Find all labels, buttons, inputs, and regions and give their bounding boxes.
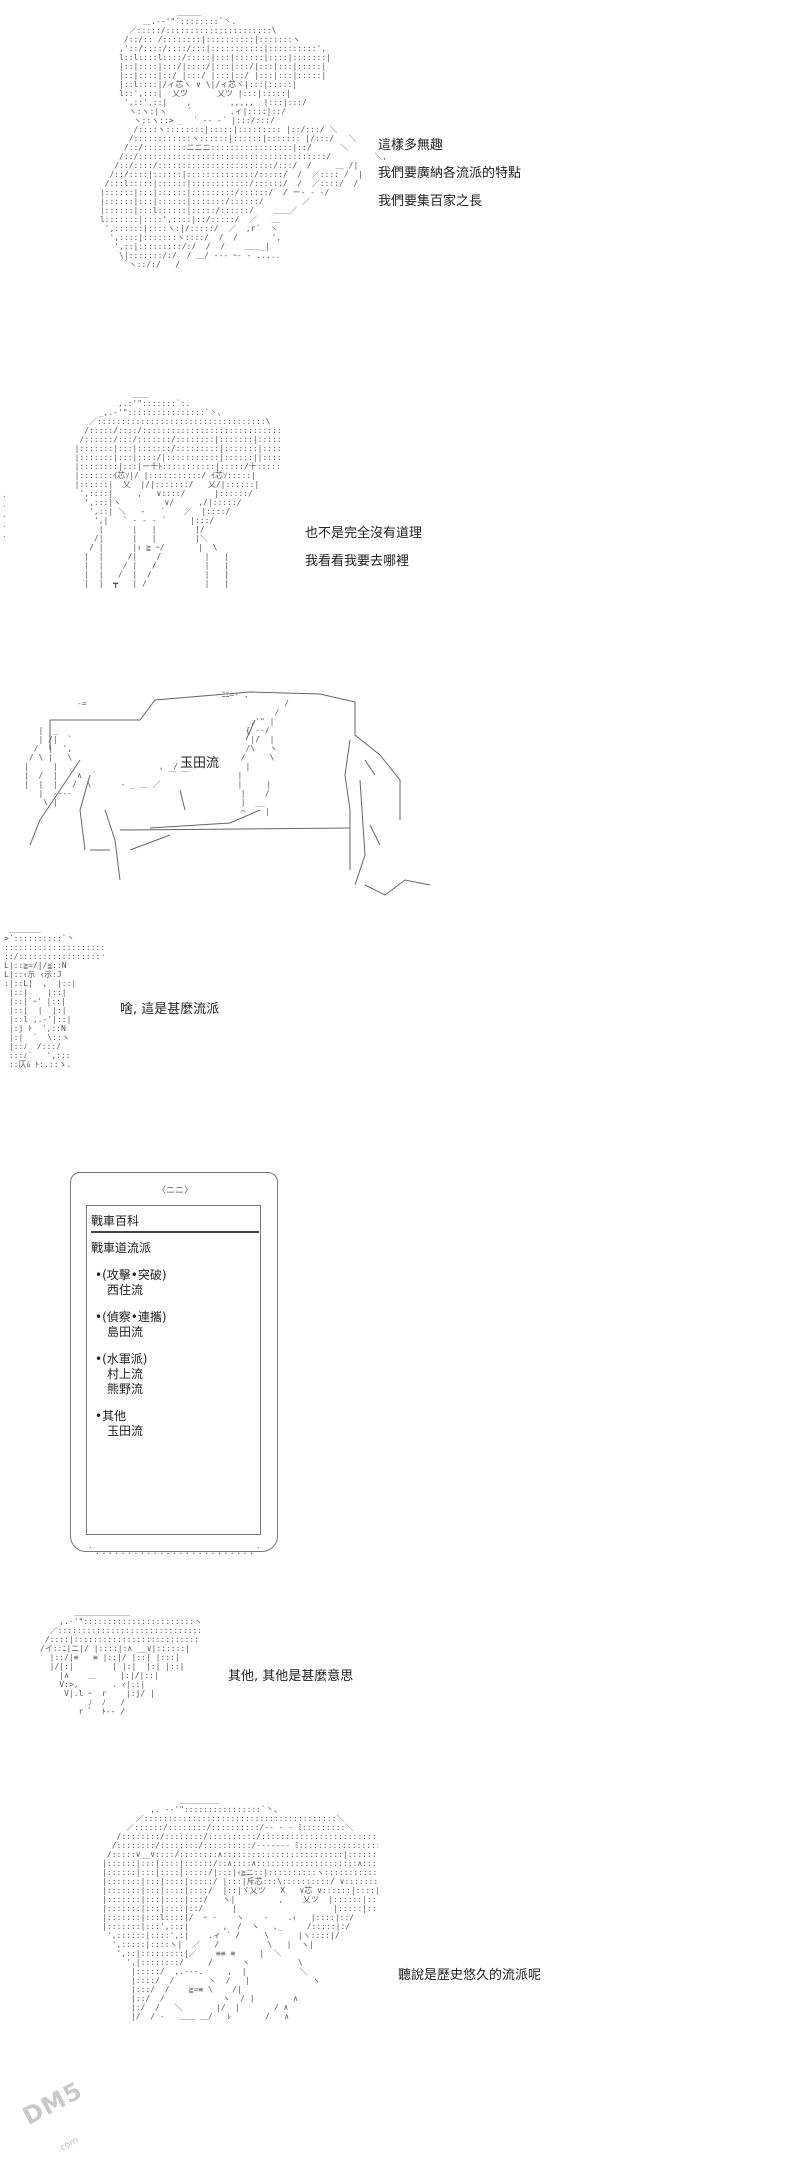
scene2-line-1: 也不是完全沒有道理 bbox=[305, 526, 423, 541]
school-group-other: •其他 玉田流 bbox=[91, 1409, 256, 1439]
smartphone: 〈ニニ〉 戰車百科 戰車道流派 •(攻擊•突破) 西住流 •(偵察•連攜) 島田… bbox=[70, 1172, 278, 1557]
side-dots-decoration: . . . . . bbox=[2, 490, 7, 539]
school-category: •(攻擊•突破) bbox=[95, 1268, 167, 1282]
school-category: •(偵察•連攜) bbox=[95, 1310, 167, 1324]
ascii-art-character-2: ＿＿ ,.:'":::::::`:. _,.-'":::::::::::::::… bbox=[74, 390, 280, 588]
school-group-recon: •(偵察•連攜) 島田流 bbox=[91, 1310, 256, 1340]
scene7-dialogue: 聽說是歷史悠久的流派呢 bbox=[398, 1962, 541, 1990]
scene2-dialogue: 也不是完全沒有道理 我看看我要去哪裡 bbox=[305, 520, 422, 576]
scene3-label: 玉田流 bbox=[180, 756, 220, 771]
ascii-art-character-1: ＿＿＿ ＿.-‐'"´::::::::`丶. ／:::::/::::::::::… bbox=[99, 8, 388, 269]
scene4-dialogue: 啥, 這是甚麼流派 bbox=[120, 996, 219, 1024]
school-category: •其他 bbox=[95, 1409, 127, 1423]
school-group-attack: •(攻擊•突破) 西住流 bbox=[91, 1268, 256, 1298]
scene2-line-2: 我看看我要去哪裡 bbox=[305, 554, 410, 569]
phone-bottom-edge: `.........................´ bbox=[88, 1547, 262, 1557]
scene7-line-1: 聽說是歷史悠久的流派呢 bbox=[398, 1968, 542, 1983]
scene1-dialogue: 這樣多無趣 我們要廣納各流派的特點 我們要集百家之長 bbox=[378, 132, 521, 216]
scene6-dialogue: 其他, 其他是甚麼意思 bbox=[228, 1663, 353, 1691]
site-watermark-domain: .com bbox=[56, 2135, 81, 2155]
school-group-navy: •(水軍派) 村上流 熊野流 bbox=[91, 1352, 256, 1397]
scene4-line-1: 啥, 這是甚麼流派 bbox=[120, 1002, 220, 1017]
school-name: 西住流 bbox=[107, 1283, 144, 1297]
scene1-line-1: 這樣多無趣 bbox=[378, 138, 444, 153]
school-name: 村上流 bbox=[107, 1367, 144, 1381]
tank-body-outline bbox=[29, 691, 431, 896]
speaker-grille-icon: 〈ニニ〉 bbox=[156, 1186, 193, 1196]
school-name: 島田流 bbox=[107, 1325, 144, 1339]
school-category: •(水軍派) bbox=[95, 1352, 148, 1366]
scene6-line-1: 其他, 其他是甚麼意思 bbox=[228, 1669, 354, 1684]
scene1-line-3: 我們要集百家之長 bbox=[378, 194, 483, 209]
phone-title-divider bbox=[91, 1231, 259, 1233]
school-name: 玉田流 bbox=[107, 1424, 144, 1438]
school-name: 熊野流 bbox=[107, 1382, 144, 1396]
phone-screen-subtitle: 戰車道流派 bbox=[91, 1241, 152, 1255]
ascii-art-character-3: ＿＿＿＿ >´::::::::::`丶 ::::::::::::::::::::… bbox=[4, 925, 104, 1069]
scene1-line-2: 我們要廣納各流派的特點 bbox=[378, 166, 522, 181]
ascii-art-character-5: ＿＿＿＿＿ ,. -‐'"::::::::::::::::`丶、 ／::::::… bbox=[102, 1796, 378, 2021]
site-watermark-logo: DM5 bbox=[18, 2076, 88, 2131]
ascii-art-tank-details: ﾆﾆ=- , -= / / ,'" | | _ bbox=[24, 690, 289, 816]
phone-screen: 戰車百科 戰車道流派 •(攻擊•突破) 西住流 •(偵察•連攜) 島田流 •(水… bbox=[86, 1205, 261, 1535]
ascii-art-character-4: ＿＿＿＿＿＿＿ ,.-'":::::::::::::::::::::::ヽ| ／… bbox=[40, 1608, 200, 1716]
phone-screen-title: 戰車百科 bbox=[91, 1214, 140, 1228]
